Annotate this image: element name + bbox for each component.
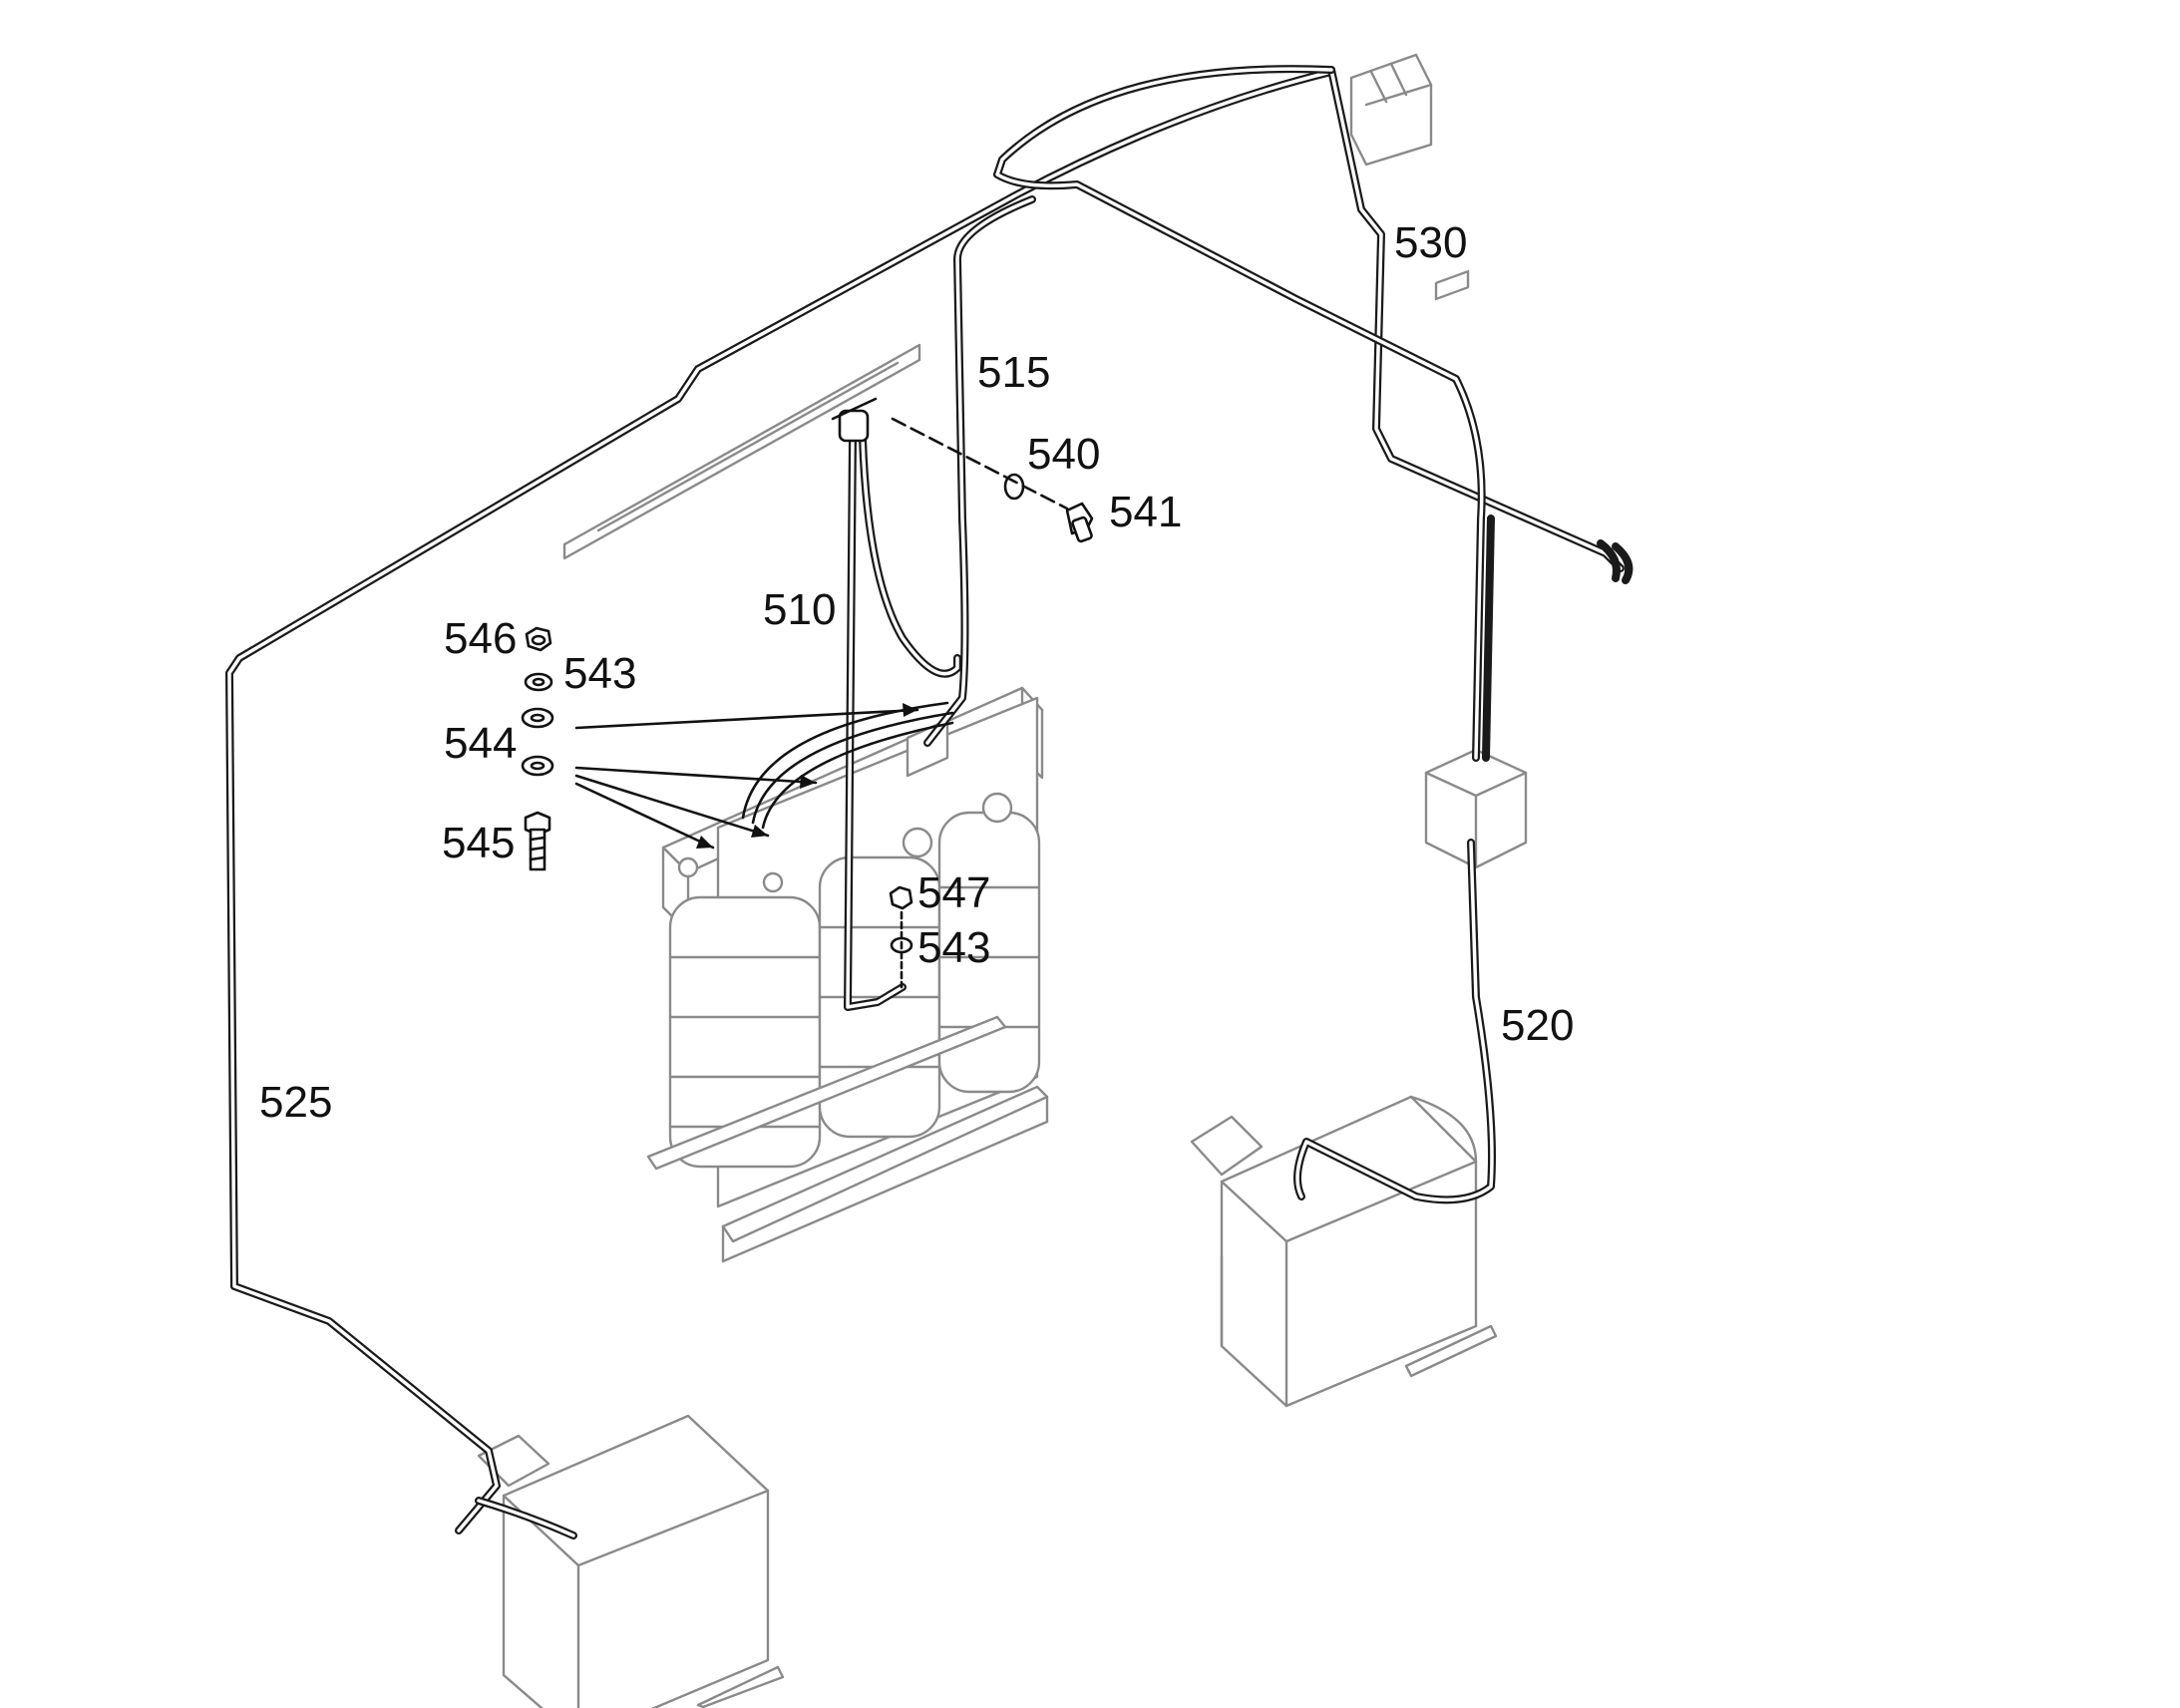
transformer [646,686,1049,1263]
cable-510 [741,435,961,1011]
label-545: 545 [442,819,515,867]
cable-clamp [831,397,878,443]
hardware-544-washer-lower [521,755,554,777]
cable-530 [1327,66,1634,584]
hardware-541-screw [1065,502,1094,543]
transformer-coil-left [668,895,822,1169]
assembly-line-540 [891,417,1069,511]
label-520: 520 [1501,1001,1574,1050]
hardware-544-washer-upper [521,707,554,729]
label-547: 547 [917,868,990,917]
cable-520 [1293,839,1496,1204]
hardware-546-nut [525,626,552,652]
label-515: 515 [977,348,1050,397]
hardware-545-bolt [524,811,551,871]
label-544: 544 [444,719,517,768]
cable-515 [923,65,1495,762]
label-540: 540 [1027,430,1100,479]
label-543-upper: 543 [563,649,636,698]
hardware-543-washer-upper [524,672,553,692]
cable-525 [225,68,1335,1539]
label-525: 525 [259,1078,332,1127]
hardware-547-nut [889,885,913,910]
label-546: 546 [444,614,517,663]
label-510: 510 [763,585,836,634]
terminal-block [1349,53,1433,167]
choke-left [477,1414,785,1708]
label-541: 541 [1109,488,1182,536]
choke-right [1190,1095,1498,1408]
label-530: 530 [1394,218,1467,267]
label-543-lower: 543 [917,923,990,972]
mounting-rail [562,343,921,560]
leader-arrows-544 [574,703,919,850]
